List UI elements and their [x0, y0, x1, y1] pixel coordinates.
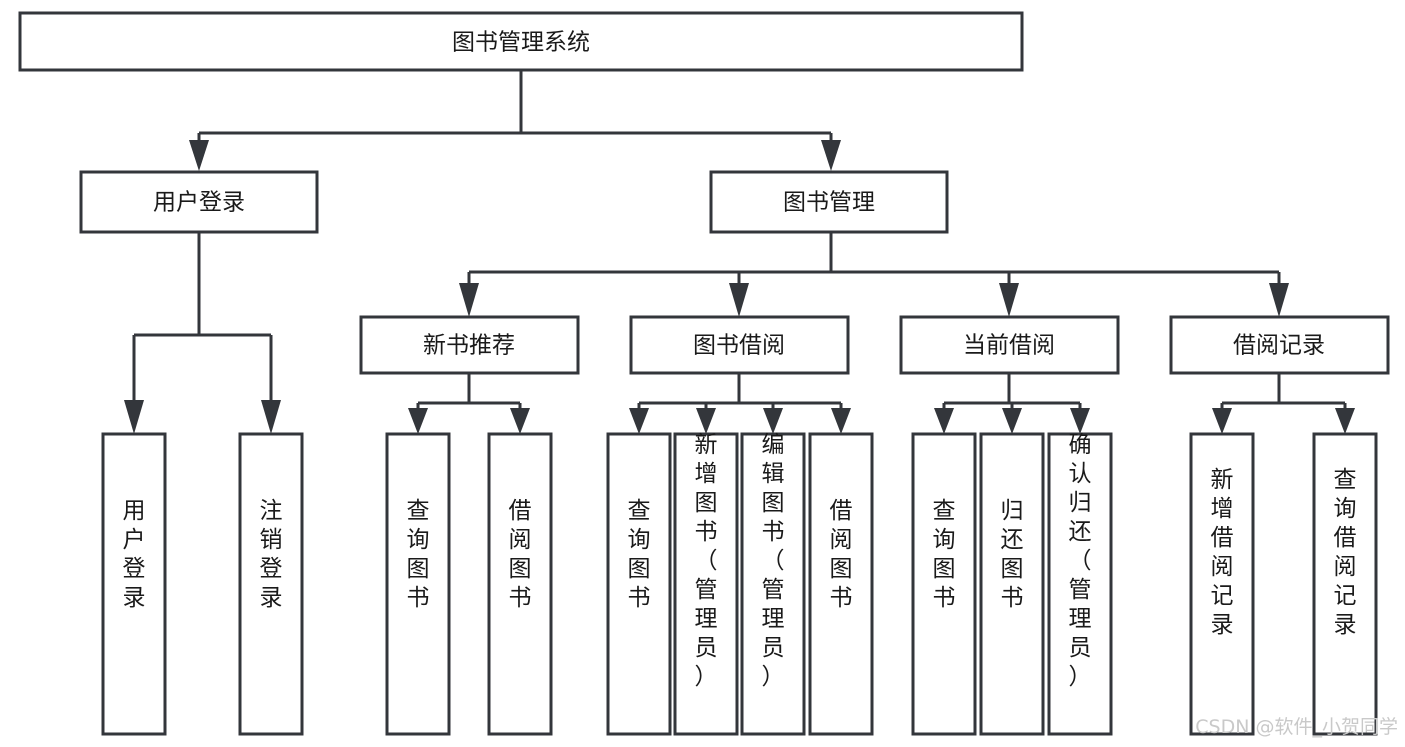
node-leaf-return-book[interactable]: 归还图书 [979, 432, 1045, 736]
node-leaf-query-record[interactable]: 查询借阅记录 [1312, 432, 1378, 736]
node-borrow-record[interactable]: 借阅记录 [1169, 315, 1390, 375]
node-leaf-query-book-1-label: 查询图书 [407, 498, 430, 611]
node-leaf-borrow-book-1-label: 借阅图书 [509, 498, 532, 611]
node-new-book-rec-box[interactable] [359, 315, 580, 375]
arrow-head-leaf-borrow-book-2 [831, 408, 851, 434]
node-leaf-query-record-label: 查询借阅记录 [1334, 467, 1357, 638]
node-leaf-confirm-return[interactable]: 确认归还（管理员） [1047, 432, 1113, 736]
node-leaf-borrow-book-1[interactable]: 借阅图书 [487, 432, 553, 736]
node-leaf-query-book-1[interactable]: 查询图书 [385, 432, 451, 736]
arrow-head-leaf-add-record [1212, 408, 1232, 434]
node-leaf-query-book-1-box[interactable] [385, 432, 451, 736]
node-leaf-return-book-box[interactable] [979, 432, 1045, 736]
node-book-borrow-label: 图书借阅 [693, 333, 785, 359]
node-leaf-edit-book-label: 编辑图书（管理员） [762, 432, 785, 690]
arrow-head-current-borrow [999, 283, 1019, 317]
node-leaf-add-book[interactable]: 新增图书（管理员） [673, 432, 739, 736]
node-borrow-record-box[interactable] [1169, 315, 1390, 375]
arrow-head-leaf-logout [261, 400, 281, 434]
arrow-head-leaf-query-book-1 [408, 408, 428, 434]
node-leaf-add-book-box[interactable] [673, 432, 739, 736]
node-leaf-confirm-return-box[interactable] [1047, 432, 1113, 736]
node-leaf-add-record-box[interactable] [1189, 432, 1255, 736]
node-root-box[interactable] [18, 11, 1024, 72]
node-borrow-record-label: 借阅记录 [1233, 333, 1325, 359]
node-leaf-borrow-book-2[interactable]: 借阅图书 [808, 432, 874, 736]
node-book-manage-label: 图书管理 [783, 190, 875, 216]
node-leaf-query-book-3-box[interactable] [911, 432, 977, 736]
node-leaf-query-book-3[interactable]: 查询图书 [911, 432, 977, 736]
arrow-head-to-user-login [189, 140, 209, 171]
node-leaf-logout[interactable]: 注销登录 [238, 432, 304, 736]
node-leaf-borrow-book-2-label: 借阅图书 [830, 498, 853, 611]
watermark-label: CSDN @软件_小贺同学 [1195, 716, 1398, 738]
arrow-head-leaf-add-book [696, 408, 716, 434]
node-current-borrow[interactable]: 当前借阅 [899, 315, 1120, 375]
node-new-book-rec[interactable]: 新书推荐 [359, 315, 580, 375]
node-root-label: 图书管理系统 [452, 30, 590, 56]
arrow-head-leaf-query-book-3 [934, 408, 954, 434]
node-leaf-edit-book-box[interactable] [740, 432, 806, 736]
arrow-head-new-book-rec [459, 283, 479, 317]
node-leaf-add-record[interactable]: 新增借阅记录 [1189, 432, 1255, 736]
node-current-borrow-label: 当前借阅 [963, 333, 1055, 359]
node-user-login[interactable]: 用户登录 [79, 170, 319, 234]
node-new-book-rec-label: 新书推荐 [423, 333, 515, 359]
node-leaf-query-book-2[interactable]: 查询图书 [606, 432, 672, 736]
arrow-head-to-book-manage [821, 140, 841, 171]
node-leaf-query-book-3-label: 查询图书 [933, 498, 956, 611]
connector-layer [124, 70, 1355, 434]
node-leaf-query-record-box[interactable] [1312, 432, 1378, 736]
node-leaf-add-record-label: 新增借阅记录 [1211, 467, 1234, 638]
arrow-head-leaf-edit-book [763, 408, 783, 434]
arrow-head-leaf-query-record [1335, 408, 1355, 434]
node-book-manage-box[interactable] [709, 170, 949, 234]
arrow-head-book-borrow [729, 283, 749, 317]
node-book-borrow-box[interactable] [629, 315, 850, 375]
node-leaf-edit-book[interactable]: 编辑图书（管理员） [740, 432, 806, 736]
arrow-head-leaf-borrow-book-1 [510, 408, 530, 434]
arrow-head-leaf-confirm-return [1070, 408, 1090, 434]
node-leaf-add-book-label: 新增图书（管理员） [695, 432, 718, 690]
node-leaf-borrow-book-2-box[interactable] [808, 432, 874, 736]
node-leaf-query-book-2-label: 查询图书 [628, 498, 651, 611]
node-leaf-return-book-label: 归还图书 [1001, 498, 1024, 611]
node-book-manage[interactable]: 图书管理 [709, 170, 949, 234]
node-user-login-label: 用户登录 [153, 190, 245, 216]
node-leaf-user-login-box[interactable] [101, 432, 167, 736]
arrow-head-leaf-user-login [124, 400, 144, 434]
node-current-borrow-box[interactable] [899, 315, 1120, 375]
node-leaf-query-book-2-box[interactable] [606, 432, 672, 736]
node-leaf-confirm-return-label: 确认归还（管理员） [1069, 432, 1092, 690]
node-leaf-user-login[interactable]: 用户登录 [101, 432, 167, 736]
node-user-login-box[interactable] [79, 170, 319, 234]
node-leaf-borrow-book-1-box[interactable] [487, 432, 553, 736]
arrow-head-leaf-query-book-2 [629, 408, 649, 434]
node-leaf-user-login-label: 用户登录 [123, 498, 146, 611]
arrow-head-leaf-return-book [1002, 408, 1022, 434]
node-book-borrow[interactable]: 图书借阅 [629, 315, 850, 375]
node-leaf-logout-box[interactable] [238, 432, 304, 736]
node-leaf-logout-label: 注销登录 [260, 498, 283, 611]
node-root[interactable]: 图书管理系统 [18, 11, 1024, 72]
arrow-head-borrow-record [1269, 283, 1289, 317]
